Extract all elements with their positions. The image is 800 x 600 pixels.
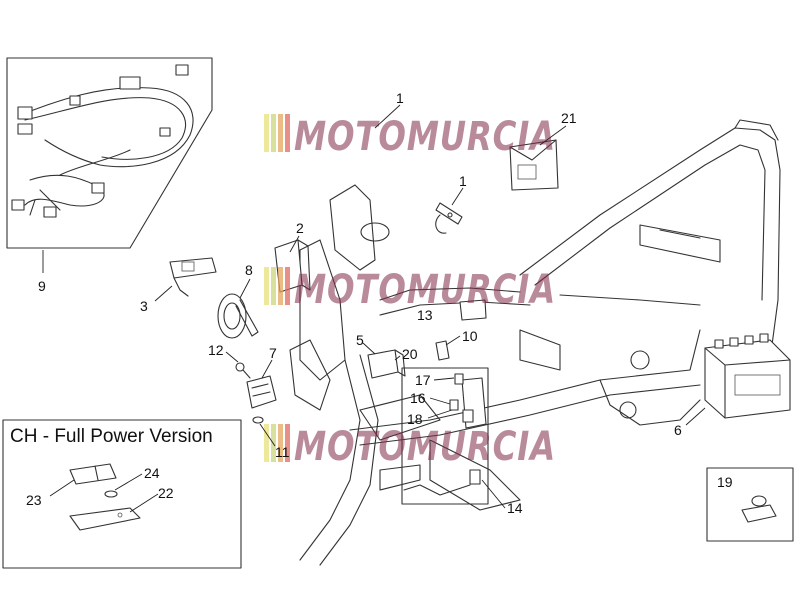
callout-12: 12 <box>208 342 224 358</box>
watermark-text: MOTOMURCIA <box>294 424 556 470</box>
callouts: 1 1 2 3 5 6 7 8 9 10 11 12 13 14 16 17 1… <box>10 90 733 516</box>
relay-block-3 <box>169 257 217 297</box>
callout-9: 9 <box>38 278 46 294</box>
callout-24: 24 <box>144 465 160 481</box>
callout-1b: 1 <box>459 173 467 189</box>
wiring-harness-box <box>6 57 213 249</box>
watermark-stripe <box>271 424 276 462</box>
fuse-holder-10 <box>435 340 450 361</box>
callout-10: 10 <box>462 328 478 344</box>
callout-5: 5 <box>356 332 364 348</box>
callout-1a: 1 <box>396 90 404 106</box>
watermark-group: MOTOMURCIA MOTOMURCIA MOTOMURCIA <box>264 114 556 470</box>
callout-21: 21 <box>561 110 577 126</box>
relay-5-20 <box>367 349 406 379</box>
watermark-stripe <box>264 267 269 305</box>
screw-12 <box>235 362 251 379</box>
watermark-stripe <box>285 424 290 462</box>
callout-7: 7 <box>269 345 277 361</box>
bracket-13 <box>459 299 487 321</box>
callout-19: 19 <box>717 474 733 490</box>
callout-8: 8 <box>245 262 253 278</box>
inset-title: CH - Full Power Version <box>10 426 213 447</box>
watermark-logo: MOTOMURCIA <box>264 424 556 470</box>
watermark-stripe <box>278 424 283 462</box>
starter-relay-7 <box>246 375 277 409</box>
callout-16: 16 <box>410 390 426 406</box>
callout-20: 20 <box>402 346 418 362</box>
battery-6 <box>704 333 791 419</box>
callout-14: 14 <box>507 500 523 516</box>
watermark-stripe <box>271 114 276 152</box>
callout-2: 2 <box>296 220 304 236</box>
full-power-inset-box <box>2 419 242 569</box>
callout-11: 11 <box>275 444 290 460</box>
watermark-stripe <box>264 114 269 152</box>
watermark-text: MOTOMURCIA <box>294 114 556 160</box>
watermark-stripe <box>264 424 269 462</box>
callout-13: 13 <box>417 307 433 323</box>
callout-18: 18 <box>407 411 423 427</box>
horn-8 <box>217 293 259 339</box>
leader-lines <box>42 104 706 513</box>
fuse-box-14 <box>401 367 489 505</box>
callout-3: 3 <box>140 298 148 314</box>
sensor-part-1 <box>435 202 463 234</box>
watermark-stripe <box>285 114 290 152</box>
watermark-stripe <box>278 114 283 152</box>
part-19-box <box>706 467 794 542</box>
frame <box>289 119 781 566</box>
nut-11 <box>252 416 264 424</box>
watermark-stripe <box>271 267 276 305</box>
watermark-stripe <box>285 267 290 305</box>
callout-22: 22 <box>158 485 174 501</box>
watermark-logo: MOTOMURCIA <box>264 114 556 160</box>
callout-6: 6 <box>674 422 682 438</box>
watermark-text: MOTOMURCIA <box>294 267 556 313</box>
callout-23: 23 <box>26 492 42 508</box>
watermark-logo: MOTOMURCIA <box>264 267 556 313</box>
manual-envelope <box>509 139 559 191</box>
watermark-stripe <box>278 267 283 305</box>
callout-17: 17 <box>415 372 431 388</box>
